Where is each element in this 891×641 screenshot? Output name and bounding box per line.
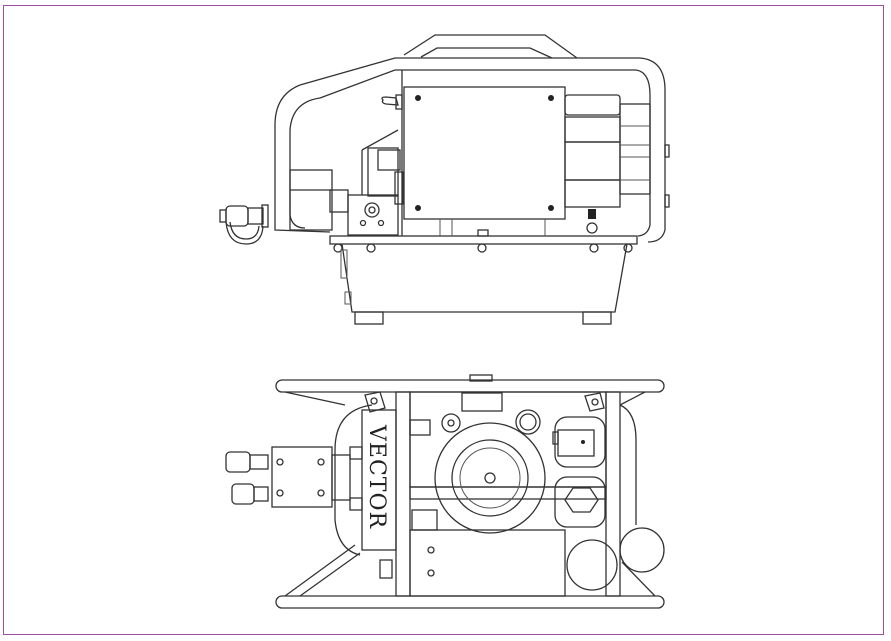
frame-rail-top xyxy=(275,379,665,393)
toggle-switch xyxy=(381,96,399,106)
motor-fan xyxy=(434,422,546,534)
foot-right xyxy=(582,311,612,325)
top-view: VECTOR xyxy=(225,374,665,609)
reservoir-tank xyxy=(341,243,628,313)
control-box xyxy=(403,86,566,220)
solenoid-valve xyxy=(552,416,606,528)
figure-border xyxy=(3,5,884,635)
control-box-top xyxy=(409,529,566,597)
motor-end-cap xyxy=(566,539,618,591)
side-view xyxy=(219,34,670,325)
cross-bar xyxy=(409,486,607,500)
quick-coupler xyxy=(219,204,269,245)
carry-handle xyxy=(274,34,666,243)
brand-text: VECTOR xyxy=(364,424,389,529)
foot-left xyxy=(354,311,384,325)
motor xyxy=(564,94,651,234)
valve-assembly xyxy=(289,129,404,236)
base-plate xyxy=(329,235,638,245)
tank-outline xyxy=(334,404,373,556)
coupler-manifold xyxy=(225,446,363,511)
frame-rail-bottom xyxy=(275,595,665,609)
